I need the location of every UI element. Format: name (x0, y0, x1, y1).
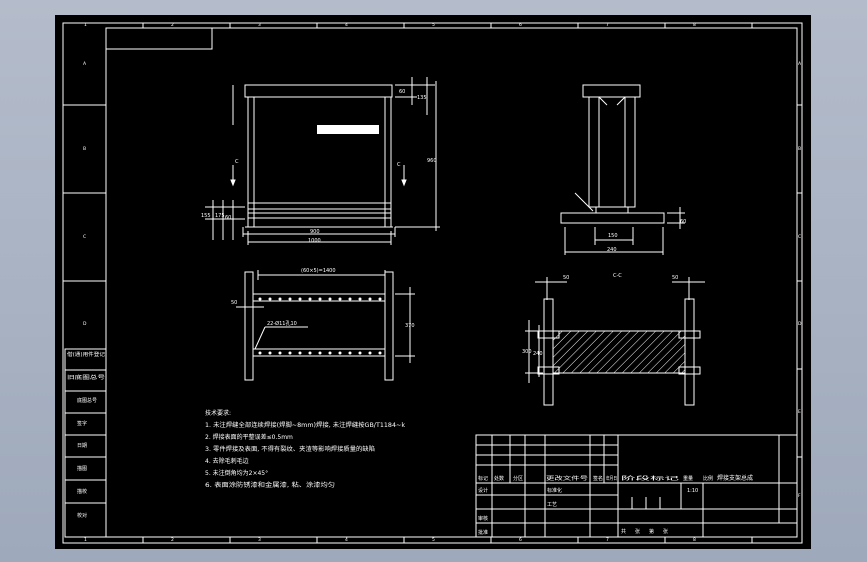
left-label-1: 借(通)用件登记 (67, 351, 105, 358)
col-label-1: 1 (84, 22, 87, 28)
front-dim-155: 155 (201, 213, 211, 219)
tb-footer-no: 第 (649, 528, 654, 535)
section-dim-50a: 50 (563, 275, 569, 281)
note-line-5: 5. 未注倒角均为2×45° (205, 469, 268, 477)
tb-row-standard: 标准化 (547, 487, 562, 494)
tb-header-date: 年月日 (606, 475, 617, 482)
side-dim-60: 60 (680, 219, 686, 225)
top-hole-note: 22-Ø11孔10 (267, 320, 297, 327)
front-dim-1000: 1000 (308, 238, 321, 244)
row-label-rc: C (798, 234, 801, 240)
front-dim-960: 960 (427, 158, 437, 164)
inner-frame (105, 27, 798, 538)
col-label-8: 8 (693, 22, 696, 28)
front-dim-135: 135 (417, 95, 427, 101)
tb-scale-label: 比例 (703, 475, 713, 482)
top-dim-50: 50 (231, 300, 237, 306)
col-label-4: 4 (345, 22, 348, 28)
col-label-3: 3 (258, 22, 261, 28)
col-label-b1: 1 (84, 537, 87, 543)
note-line-4: 4. 去除毛刺毛边 (205, 457, 249, 465)
section-arrows (230, 173, 407, 187)
tb-row-approve: 批准 (478, 529, 488, 536)
tb-weight-label: 重量 (683, 475, 693, 482)
top-dim-370: 370 (405, 323, 415, 329)
section-dim-50b: 50 (672, 275, 678, 281)
tb-footer-total: 共 (621, 528, 626, 535)
corner-box (105, 27, 213, 50)
left-label-4: 签字 (77, 420, 87, 427)
left-label-2: 旧底图总号 (67, 374, 105, 381)
tb-row-design: 设计 (478, 487, 488, 494)
tb-scale-value: 1:10 (687, 488, 698, 494)
note-line-2: 2. 焊接表面的平整误差≤0.5mm (205, 433, 293, 441)
side-dim-150: 150 (608, 233, 618, 239)
col-label-b4: 4 (345, 537, 348, 543)
left-label-3: 底图总号 (77, 397, 97, 404)
tb-header-mark: 标记 (478, 475, 488, 482)
tb-footer-sheet: 张 (663, 528, 668, 535)
row-label-rb: B (798, 146, 801, 152)
col-label-b6: 6 (519, 537, 522, 543)
col-label-b3: 3 (258, 537, 261, 543)
front-dim-60b: 60 (225, 215, 231, 221)
tb-header-sign: 签名 (593, 475, 603, 482)
col-label-6: 6 (519, 22, 522, 28)
border-column-ticks (142, 23, 753, 543)
front-section-mark-right: C (397, 162, 401, 168)
front-dim-175: 175 (215, 213, 225, 219)
left-strip (63, 104, 107, 538)
col-label-b2: 2 (171, 537, 174, 543)
row-label-b: B (83, 146, 86, 152)
front-section-mark-left: C (235, 159, 239, 165)
front-dim-900: 900 (310, 229, 320, 235)
side-dim-240: 240 (607, 247, 617, 253)
drawing-sheet: 1 2 3 4 5 6 7 8 1 2 3 4 5 6 7 8 A B C D … (62, 22, 803, 544)
row-label-c: C (83, 234, 86, 240)
tb-footer-sheets: 张 (635, 528, 640, 535)
top-dim-1400: (60×5)=1400 (301, 268, 336, 274)
tb-header-change: 更改文件号 (546, 475, 588, 482)
cad-viewport[interactable]: 1 2 3 4 5 6 7 8 1 2 3 4 5 6 7 8 A B C D … (55, 15, 811, 549)
row-label-ra: A (798, 61, 802, 67)
outer-frame (62, 22, 803, 544)
border-row-ticks (797, 104, 802, 458)
col-label-5: 5 (432, 22, 435, 28)
top-view (236, 270, 415, 381)
note-line-6: 6. 表面涂防锈漆和金属漆, 粘、涂漆均匀 (205, 481, 335, 489)
row-label-rf: F (798, 493, 801, 499)
row-label-a: A (83, 61, 87, 67)
left-label-5: 日期 (77, 443, 87, 449)
left-label-6: 描图 (77, 465, 87, 472)
section-dim-300: 300 (522, 349, 532, 355)
tb-row-process: 工艺 (547, 502, 557, 508)
front-view (205, 77, 440, 245)
section-dim-240: 240 (533, 351, 543, 357)
section-title: C-C (613, 273, 622, 279)
part-label-block (317, 125, 379, 134)
tb-header-zone: 分区 (513, 475, 523, 482)
left-label-8: 校对 (77, 512, 87, 519)
col-label-7: 7 (606, 22, 609, 28)
row-label-rd: D (798, 321, 802, 327)
col-label-b7: 7 (606, 537, 609, 543)
row-label-d: D (83, 321, 87, 327)
tb-row-check: 审核 (478, 515, 488, 522)
section-view (525, 277, 705, 406)
col-label-b5: 5 (432, 537, 435, 543)
col-label-b8: 8 (693, 537, 696, 543)
left-label-7: 描校 (77, 488, 87, 495)
tb-stage-label: 阶段标记 (621, 475, 679, 482)
col-label-2: 2 (171, 22, 174, 28)
notes-heading: 技术要求: (205, 409, 231, 417)
tb-header-count: 处数 (494, 475, 504, 482)
note-line-3: 3. 零件焊接及表面, 不得有裂纹、夹渣等影响焊接质量的缺陷 (205, 445, 375, 453)
row-label-re: E (798, 409, 801, 415)
side-view (560, 84, 685, 255)
title-block[interactable] (475, 434, 798, 538)
tb-drawing-name: 焊接支架总成 (717, 474, 753, 482)
note-line-1: 1. 未注焊缝全部连续焊接(焊脚~8mm)焊接, 未注焊缝按GB/T1184~k (205, 421, 406, 429)
front-dim-60: 60 (399, 89, 405, 95)
